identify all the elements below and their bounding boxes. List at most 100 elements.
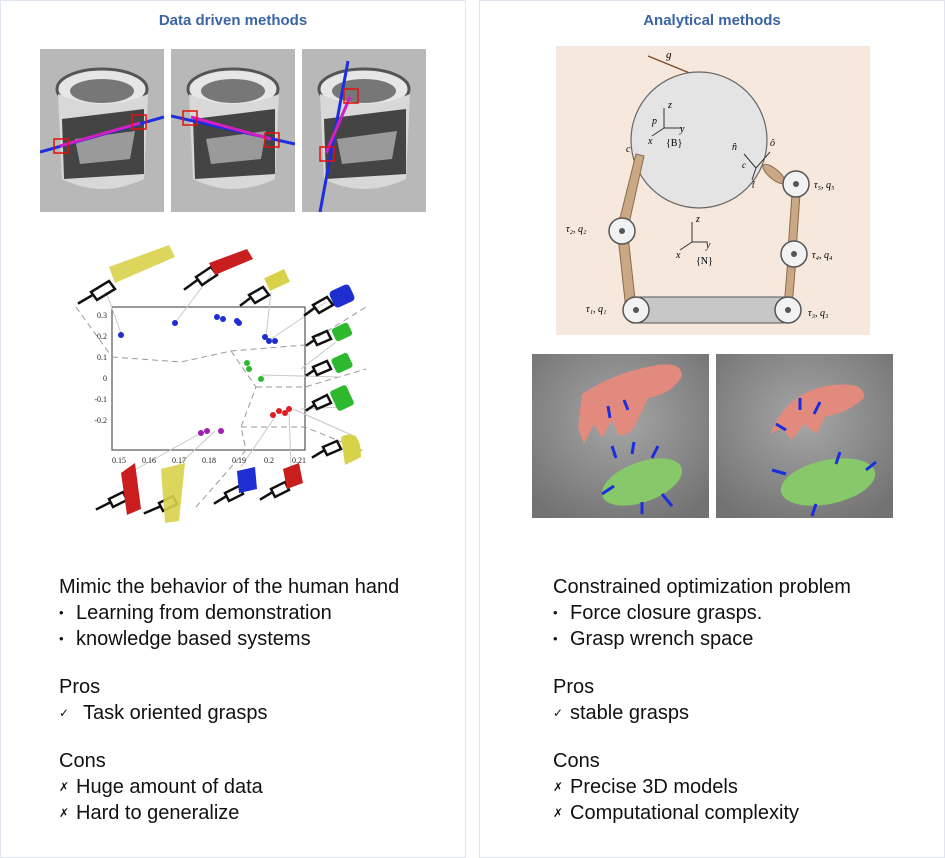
normal-label: n̂ [732,142,737,153]
grasp-mechanism-diagram: g z p y x {B} n̂ ô c t̂ c [556,46,870,335]
body-y-label: y [679,124,685,135]
pros-heading: Pros [59,676,101,698]
y-tick-label: 0.3 [97,311,107,320]
cons-heading: Cons [553,750,600,772]
cross-icon: ✗ [553,806,564,820]
pros-item: ✓ stable grasps [553,700,943,726]
cons-item: ✗ Huge amount of data [59,774,459,800]
cluster-point [220,316,226,322]
cons-item: ✗ Hard to generalize [59,800,459,826]
panel-title: Data driven methods [158,12,308,29]
cons-text: Hard to generalize [76,802,240,824]
cluster-point [272,338,278,344]
x-tick-label: 0.15 [112,456,126,465]
cluster-point [218,428,224,434]
y-tick-label: 0.2 [97,332,107,341]
cluster-point [204,428,210,434]
analytical-text: Constrained optimization problem • Force … [553,574,943,826]
y-tick-label: -0.1 [94,395,107,404]
joint2-label: τ₂, q₂ [566,224,587,235]
bullet-item: • Grasp wrench space [553,626,943,652]
data-driven-text: Mimic the behavior of the human hand • Le… [59,574,459,826]
o-label: ô [770,138,775,149]
x-tick-label: 0.16 [142,456,156,465]
mug-photo-2 [171,49,295,212]
body-frame-label: {B} [666,138,682,149]
body-x-label: x [647,136,653,147]
bullet-item: • Force closure grasps. [553,600,943,626]
cons-heading: Cons [59,750,106,772]
bullet-text: Learning from demonstration [76,602,332,624]
cluster-point [262,334,268,340]
cons-item: ✗ Precise 3D models [553,774,943,800]
cross-icon: ✗ [59,806,70,820]
cluster-point [236,320,242,326]
description: Constrained optimization problem [553,576,851,598]
data-driven-panel: Data driven methods [0,0,466,858]
bullet-item: • Learning from demonstration [59,600,459,626]
check-icon: ✓ [553,706,564,720]
x-tick-label: 0.18 [202,456,216,465]
y-tick-label: 0.1 [97,353,107,362]
x-tick-label: 0.17 [172,456,186,465]
world-frame-label: {N} [696,256,713,267]
cluster-point [172,320,178,326]
analytical-panel: Analytical methods g z p y x {B} n̂ ô [479,0,945,858]
mug-photo-3 [302,49,426,212]
cluster-point [286,406,292,412]
cluster-point [282,410,288,416]
c1-label: c [742,160,746,170]
pros-text: stable grasps [570,702,689,724]
x-tick-label: 0.19 [232,456,246,465]
bullet-text: Force closure grasps. [570,602,763,624]
cluster-point [266,338,272,344]
c2-label: c [626,144,631,155]
joint4-label: τ₄, q₄ [812,250,833,261]
x-tick-label: 0.21 [292,456,306,465]
panel-title: Analytical methods [643,12,781,29]
cons-text: Precise 3D models [570,776,738,798]
check-icon: ✓ [59,706,70,720]
cluster-point [258,376,264,382]
cluster-point [244,360,250,366]
bullet-text: knowledge based systems [76,628,311,650]
world-y-label: y [705,240,711,251]
pros-heading: Pros [553,676,595,698]
y-tick-label: 0 [103,374,107,383]
cluster-point [118,332,124,338]
cross-icon: ✗ [553,780,564,794]
bullet-text: Grasp wrench space [570,628,754,650]
bullet-marker: • [553,631,558,646]
bullet-marker: • [59,605,64,620]
cons-text: Computational complexity [570,802,799,824]
body-p-label: p [651,116,657,127]
x-tick-label: 0.2 [264,456,274,465]
mug-photo-1 [40,49,164,212]
pros-text: Task oriented grasps [83,702,268,724]
joint3-label: τ₃, q₃ [808,308,829,319]
t-label: t̂ [752,180,756,190]
cross-icon: ✗ [59,780,70,794]
world-z-label: z [695,214,700,225]
world-x-label: x [675,250,681,261]
bullet-marker: • [59,631,64,646]
cons-text: Huge amount of data [76,776,263,798]
y-tick-label: -0.2 [94,416,107,425]
hand-render-1 [532,354,709,518]
joint5-label: τ₅, q₅ [814,180,835,191]
grasp-cluster-figure: 0.3 0.2 0.1 0 -0.1 -0.2 0.15 0.16 0.17 0.18 0.19 0… [61,237,371,527]
joint1-label: τ₁, q₁ [586,304,607,315]
cluster-point [246,366,252,372]
pros-item: ✓ Task oriented grasps [59,700,459,726]
cluster-point [270,412,276,418]
cluster-point [276,408,282,414]
hand-render-2 [716,354,893,518]
body-z-label: z [667,100,672,111]
gravity-label: g [666,49,672,61]
cluster-point [214,314,220,320]
cons-item: ✗ Computational complexity [553,800,943,826]
description: Mimic the behavior of the human hand [59,576,400,598]
cluster-point [198,430,204,436]
bullet-item: • knowledge based systems [59,626,459,652]
bullet-marker: • [553,605,558,620]
